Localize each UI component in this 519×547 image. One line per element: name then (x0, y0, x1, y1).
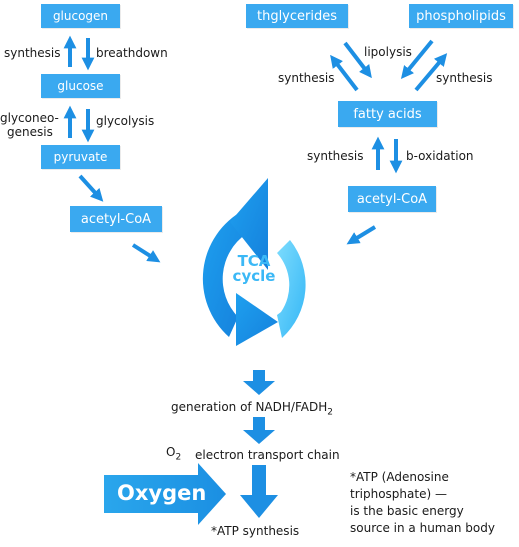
pyruvate-box: pyruvate (41, 145, 120, 169)
label-breakdown: breathdown (96, 46, 168, 60)
o2-label-main: O (166, 445, 176, 459)
pyruvate-label: pyruvate (53, 150, 108, 164)
triglycerides-label: thglycerides (256, 8, 338, 24)
tca-cycle-label: TCA cycle (214, 254, 294, 284)
phospholipids-box: phospholipids (409, 4, 513, 28)
glucose-label: glucose (57, 79, 104, 93)
acetyl-coa-right-label: acetyl-CoA (356, 191, 428, 207)
glucogen-label: glucogen (52, 9, 109, 23)
footnote-line4: source in a human body (350, 521, 495, 535)
label-synthesis-triglycerides: synthesis (278, 71, 335, 85)
cycle-arrowhead-top (230, 178, 268, 270)
arrow-nadh-to-etc (243, 417, 275, 444)
fatty-acids-label: fatty acids (353, 106, 422, 122)
arrow-acetyl-right-to-tca (346, 225, 377, 245)
tca-cycle-graphic (202, 178, 306, 346)
label-synthesis-phospholipids: synthesis (436, 71, 493, 85)
tca-label-line1: TCA (237, 252, 271, 270)
electron-transport-chain-label: electron transport chain (195, 448, 340, 462)
arrow-acetyl-left-to-tca (131, 243, 161, 263)
acetyl-coa-left-box: acetyl-CoA (70, 206, 162, 232)
arrow-synthesis-phospholipids (414, 53, 448, 92)
footnote-line1: *ATP (Adenosine (350, 470, 449, 484)
cycle-light-arc (277, 240, 306, 338)
acetyl-coa-left-label: acetyl-CoA (80, 211, 152, 227)
label-glyconeogenesis-1: glyconeo- (0, 111, 59, 125)
label-synthesis-glucose: synthesis (4, 46, 61, 60)
arrow-synthesis-triglycerides (330, 54, 359, 92)
atp-footnote: *ATP (Adenosine triphosphate) — is the b… (350, 469, 495, 537)
acetyl-coa-right-box: acetyl-CoA (348, 186, 436, 212)
arrow-etc-to-atp (240, 465, 278, 518)
arrow-tca-to-nadh (243, 370, 275, 395)
atp-synthesis-label: *ATP synthesis (211, 524, 300, 538)
triglycerides-box: thglycerides (246, 4, 348, 28)
oxygen-arrow (104, 463, 226, 525)
cycle-dark-arc (202, 210, 246, 337)
oxygen-label: Oxygen (117, 481, 207, 505)
phospholipids-label: phospholipids (416, 8, 506, 24)
footnote-line3: is the basic energy (350, 504, 464, 518)
label-glyconeogenesis-2: genesis (7, 125, 53, 139)
label-b-oxidation: b-oxidation (406, 149, 474, 163)
fatty-acids-box: fatty acids (338, 101, 437, 127)
arrow-phospholipids-down (400, 39, 434, 79)
label-lipolysis: lipolysis (364, 45, 412, 59)
arrow-pyruvate-to-acetyl (78, 174, 104, 202)
nadh-label-main: generation of NADH/FADH (171, 400, 328, 414)
arrow-lipolysis (343, 41, 372, 79)
o2-label: O2 (166, 445, 181, 464)
tca-label-line2: cycle (232, 267, 276, 285)
label-synthesis-fatty-acids: synthesis (307, 149, 364, 163)
nadh-label-sub: 2 (327, 407, 333, 418)
glucogen-box: glucogen (41, 4, 120, 28)
footnote-line2: triphosphate) — (350, 487, 447, 501)
cycle-arrowhead-bottom (236, 293, 278, 346)
nadh-fadh2-label: generation of NADH/FADH2 (171, 400, 333, 419)
o2-label-sub: 2 (175, 452, 182, 463)
label-glycolysis: glycolysis (96, 114, 155, 128)
glucose-box: glucose (41, 74, 120, 98)
